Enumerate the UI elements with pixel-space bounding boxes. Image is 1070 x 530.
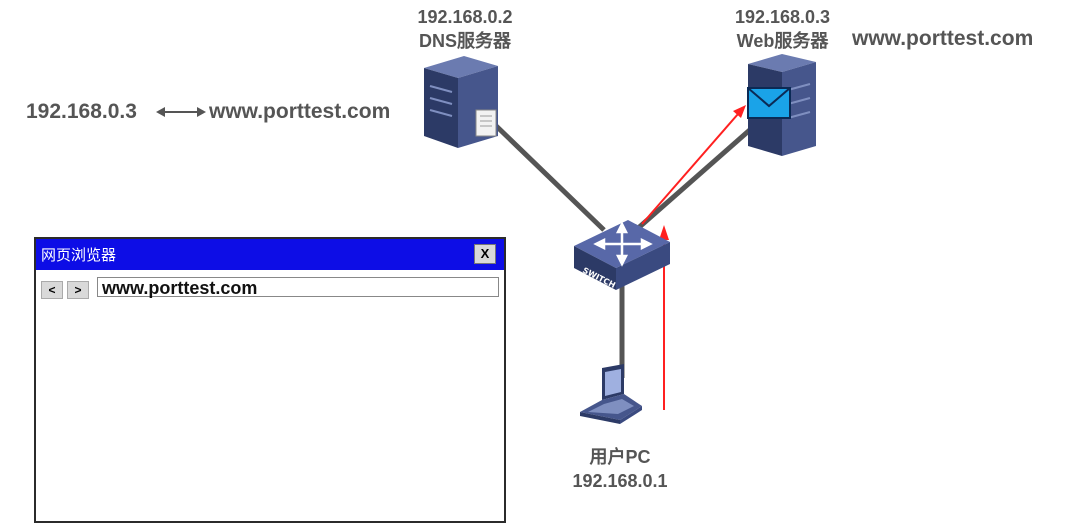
forward-button[interactable]: >	[67, 281, 89, 299]
web-server-ip: 192.168.0.3	[734, 7, 831, 27]
laptop-icon	[580, 364, 642, 424]
browser-window: 网页浏览器 X < > www.porttest.com	[34, 237, 506, 523]
close-button[interactable]: X	[474, 244, 496, 264]
dns-server-ip: 192.168.0.2	[417, 7, 513, 27]
web-server-icon	[747, 54, 816, 156]
address-bar[interactable]: www.porttest.com	[97, 277, 499, 298]
dns-server-icon	[424, 56, 498, 148]
link-switch-web	[634, 126, 754, 232]
mail-envelope-icon	[747, 87, 791, 119]
dns-mapping-domain: www.porttest.com	[209, 100, 391, 123]
request-arrowhead-up	[659, 225, 669, 240]
request-arrow-switch-web	[641, 113, 739, 225]
bidirectional-arrow-icon	[156, 107, 206, 117]
web-server-domain: www.porttest.com	[852, 27, 1034, 50]
user-pc-name: 用户PC	[589, 447, 651, 467]
web-server-name: Web服务器	[736, 31, 829, 51]
request-arrowhead-web	[733, 105, 746, 118]
browser-titlebar[interactable]: 网页浏览器 X	[36, 239, 504, 270]
browser-title: 网页浏览器	[41, 246, 117, 264]
link-dns-switch	[488, 118, 606, 232]
dns-server-name: DNS服务器	[418, 31, 511, 51]
dns-mapping-ip: 192.168.0.3	[26, 100, 137, 123]
network-switch-icon: SWITCH	[574, 220, 670, 290]
user-pc-ip: 192.168.0.1	[572, 471, 668, 491]
back-button[interactable]: <	[41, 281, 63, 299]
